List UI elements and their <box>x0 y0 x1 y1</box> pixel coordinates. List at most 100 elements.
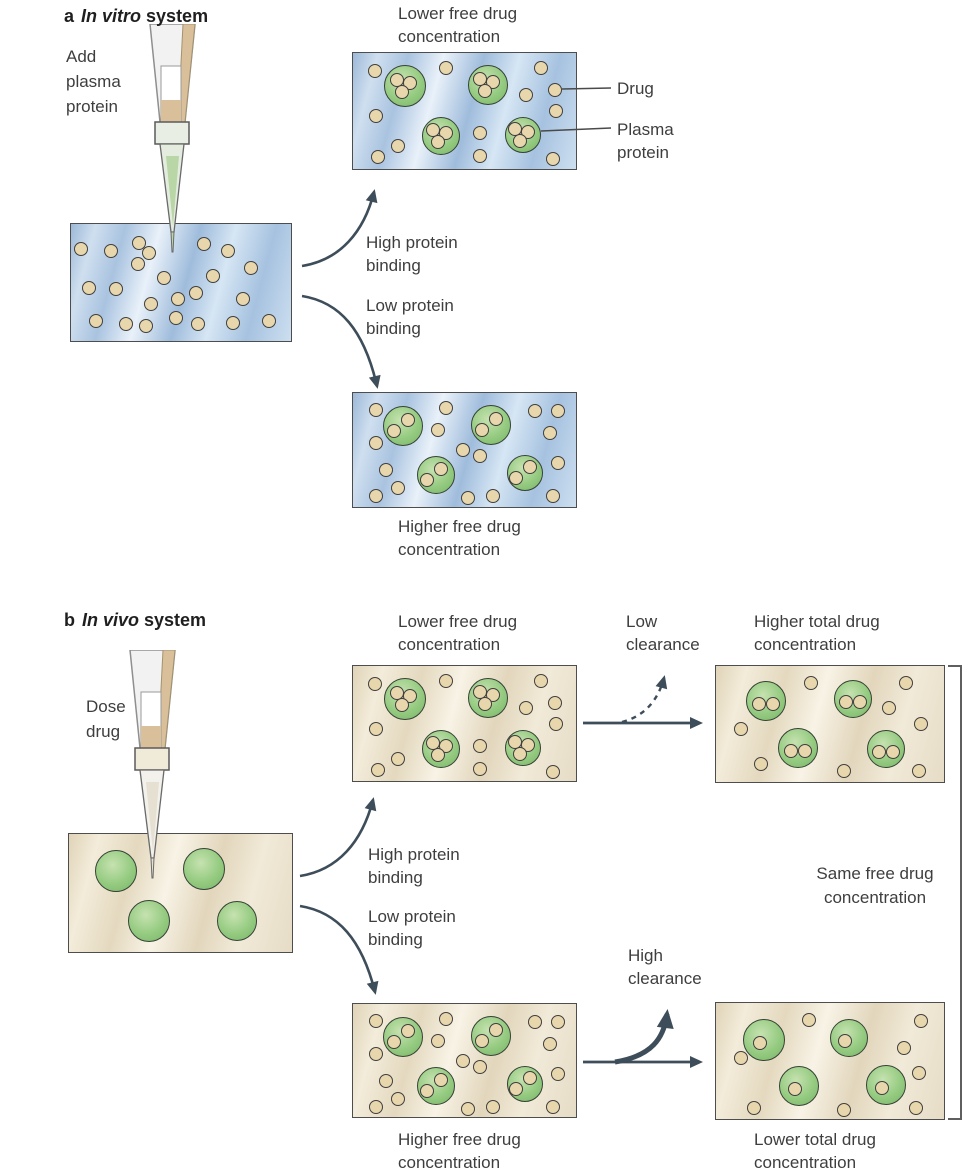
drug-dot <box>439 674 453 688</box>
drug-dot <box>543 1037 557 1051</box>
drug-dot <box>171 292 185 306</box>
plasma-protein-label: Plasma protein <box>617 120 674 162</box>
drug-dot <box>369 1014 383 1028</box>
a-source-box <box>70 223 292 342</box>
b-high-binding-box <box>352 665 577 782</box>
b-low-binding-arrow <box>299 904 379 995</box>
drug-dot <box>548 696 562 710</box>
a-low-binding-box <box>352 392 577 508</box>
b-high-binding-label: High protein binding <box>368 845 460 887</box>
drug-dot <box>509 471 523 485</box>
drug-dot <box>837 1103 851 1117</box>
drug-dot <box>226 316 240 330</box>
drug-dot <box>475 1034 489 1048</box>
b-low-binding-label: Low protein binding <box>368 907 456 949</box>
drug-dot <box>753 1036 767 1050</box>
drug-dot <box>379 463 393 477</box>
drug-dot <box>551 404 565 418</box>
drug-dot <box>478 84 492 98</box>
drug-dot <box>391 481 405 495</box>
drug-dot <box>473 762 487 776</box>
drug-dot <box>473 449 487 463</box>
drug-dot <box>456 443 470 457</box>
drug-dot <box>546 152 560 166</box>
drug-dot <box>395 698 409 712</box>
drug-dot <box>519 701 533 715</box>
drug-dot <box>221 244 235 258</box>
drug-dot <box>197 237 211 251</box>
drug-dot <box>139 319 153 333</box>
drug-dot <box>387 1035 401 1049</box>
drug-dot <box>401 1024 415 1038</box>
drug-dot <box>109 282 123 296</box>
drug-dot <box>144 297 158 311</box>
drug-dot <box>244 261 258 275</box>
drug-dot <box>473 739 487 753</box>
panel-b-title-rest: system <box>144 610 207 630</box>
b-high-binding-arrow <box>299 797 377 878</box>
drug-dot <box>899 676 913 690</box>
drug-dot <box>839 695 853 709</box>
panel-a-title-italic: In vitro <box>81 6 142 26</box>
drug-dot <box>420 1084 434 1098</box>
drug-dot <box>551 1015 565 1029</box>
drug-dot <box>262 314 276 328</box>
drug-dot <box>534 61 548 75</box>
drug-dot <box>513 134 527 148</box>
drug-dot <box>734 722 748 736</box>
drug-dot <box>157 271 171 285</box>
drug-dot <box>882 701 896 715</box>
drug-dot <box>439 401 453 415</box>
b-lower-total-box <box>715 1002 945 1120</box>
drug-dot <box>456 1054 470 1068</box>
drug-dot <box>486 489 500 503</box>
plasma-protein <box>183 848 225 890</box>
drug-dot <box>431 423 445 437</box>
drug-dot <box>369 403 383 417</box>
drug-dot <box>734 1051 748 1065</box>
b-low-binding-box <box>352 1003 577 1118</box>
drug-dot <box>486 1100 500 1114</box>
drug-dot <box>82 281 96 295</box>
drug-dot <box>434 1073 448 1087</box>
drug-dot <box>369 1047 383 1061</box>
drug-dot <box>104 244 118 258</box>
drug-dot <box>747 1101 761 1115</box>
drug-dot <box>371 763 385 777</box>
drug-dot <box>534 674 548 688</box>
drug-dot <box>369 1100 383 1114</box>
drug-dot <box>546 1100 560 1114</box>
b-higher-total-caption: Higher total drug concentration <box>754 612 880 654</box>
drug-dot <box>431 1034 445 1048</box>
drug-dot <box>369 436 383 450</box>
drug-label: Drug <box>617 79 654 98</box>
drug-dot <box>478 697 492 711</box>
plasma-protein <box>128 900 170 942</box>
drug-dot <box>89 314 103 328</box>
drug-dot <box>131 257 145 271</box>
drug-dot <box>784 744 798 758</box>
drug-dot <box>371 150 385 164</box>
plasma-protein <box>383 406 423 446</box>
panel-a-letter: a <box>64 6 75 26</box>
drug-dot <box>391 139 405 153</box>
drug-dot <box>546 489 560 503</box>
drug-dot <box>548 83 562 97</box>
drug-dot <box>519 88 533 102</box>
drug-dot <box>543 426 557 440</box>
panel-b-title-italic: In vivo <box>82 610 140 630</box>
drug-dot <box>434 462 448 476</box>
b-lower-total-caption: Lower total drug concentration <box>754 1130 876 1172</box>
drug-dot <box>473 149 487 163</box>
drug-dot <box>439 1012 453 1026</box>
plasma-protein <box>217 901 257 941</box>
drug-dot <box>119 317 133 331</box>
drug-dot <box>369 722 383 736</box>
panel-b-letter: b <box>64 610 75 630</box>
panel-a-title-rest: system <box>146 6 209 26</box>
drug-dot <box>838 1034 852 1048</box>
drug-dot <box>431 748 445 762</box>
a-low-binding-label: Low protein binding <box>366 296 454 338</box>
drug-dot <box>875 1081 889 1095</box>
